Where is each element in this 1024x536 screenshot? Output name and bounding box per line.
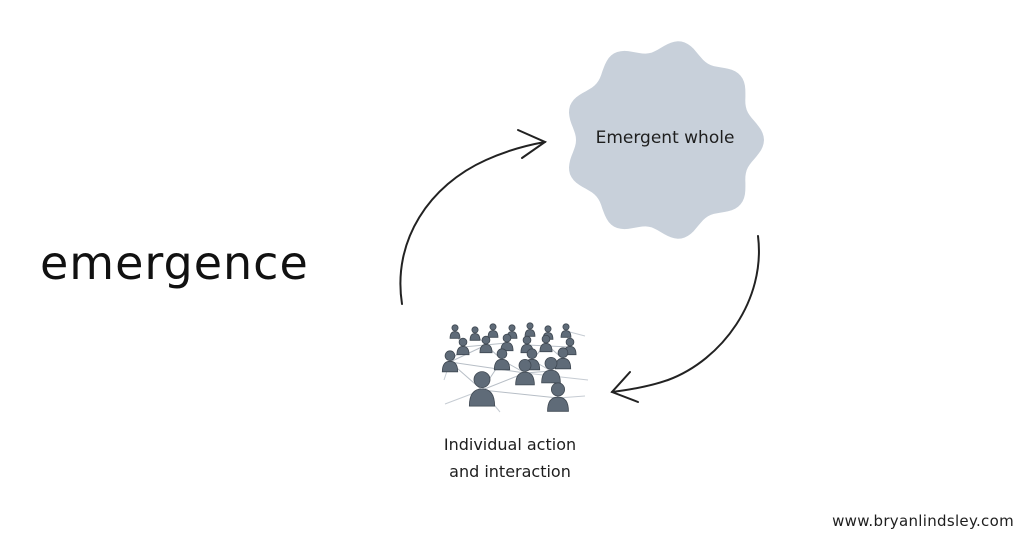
person-figure xyxy=(506,324,518,339)
emergent-whole-label: Emergent whole xyxy=(595,128,735,148)
arrow-to-individuals xyxy=(610,235,760,403)
people-network-icon xyxy=(441,322,589,413)
arrow-to-whole xyxy=(399,129,548,305)
person-figure xyxy=(456,337,470,356)
person-figure xyxy=(539,334,553,353)
individual-action-caption: Individual action and interaction xyxy=(405,431,615,485)
person-figure xyxy=(468,371,496,407)
person-figure xyxy=(524,322,536,337)
person-figure xyxy=(541,356,561,384)
emergent-whole-shape xyxy=(569,41,764,239)
person-figure xyxy=(554,347,572,370)
caption-line-1: Individual action xyxy=(443,435,577,454)
person-figure xyxy=(449,324,461,339)
caption-line-2: and interaction xyxy=(449,462,571,481)
person-figure xyxy=(479,335,493,354)
person-figure xyxy=(441,350,459,373)
person-figure xyxy=(500,333,514,352)
person-figure xyxy=(469,326,481,341)
person-figure xyxy=(515,358,535,386)
site-url: www.bryanlindsley.com xyxy=(832,512,1014,530)
person-figure xyxy=(493,348,511,371)
diagram-title: emergence xyxy=(40,236,309,290)
network-link xyxy=(481,389,559,399)
person-figure xyxy=(560,323,572,338)
person-figure xyxy=(487,323,499,338)
network-link xyxy=(449,361,526,374)
person-figure xyxy=(547,382,569,412)
